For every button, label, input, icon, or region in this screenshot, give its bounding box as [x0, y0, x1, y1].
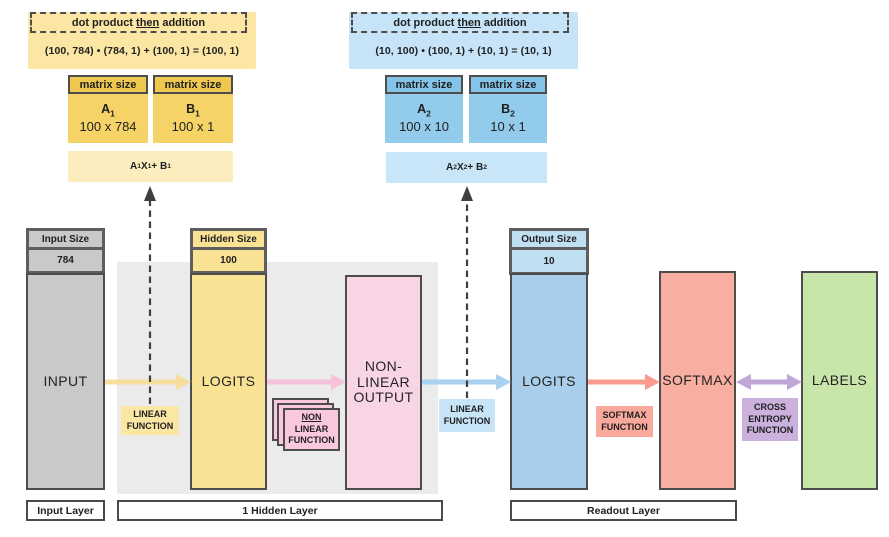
yellow-dot-product-note: dot product then addition	[30, 12, 247, 33]
linear-function-label-1: LINEAR FUNCTION	[121, 406, 179, 435]
output-size-label: Output Size	[512, 231, 586, 250]
nonlinear-label-line1: NON-	[364, 357, 403, 374]
matrix-size-box-a2: matrix size A2 100 x 10	[385, 75, 463, 143]
blue-dot-product-note: dot product then addition	[351, 12, 569, 33]
readout-layer-label: Readout Layer	[510, 500, 737, 521]
input-column: INPUT	[26, 273, 105, 490]
yellow-annotation-box	[28, 12, 256, 69]
labels-column-label: LABELS	[811, 371, 868, 388]
nonlinear-label-line3: OUTPUT	[353, 389, 414, 406]
input-size-box: Input Size 784	[26, 228, 105, 274]
matrix-a2-name: A2	[417, 102, 431, 119]
dot-product-text-post: addition	[162, 16, 206, 29]
matrix-size-header: matrix size	[68, 75, 148, 94]
input-layer-label: Input Layer	[26, 500, 105, 521]
matrix-size-box-b1: matrix size B1 100 x 1	[153, 75, 233, 143]
matrix-a2-size: 100 x 10	[399, 119, 449, 135]
output-size-value: 10	[543, 255, 555, 267]
dashed-callout-arrowhead-2	[461, 186, 473, 201]
output-size-box: Output Size 10	[509, 228, 589, 275]
dot-product-text-pre: dot product	[71, 16, 133, 29]
matrix-a1-body: A1 100 x 784	[68, 94, 148, 143]
softmax-arrow-head	[645, 374, 660, 390]
hidden-size-box: Hidden Size 100	[190, 228, 267, 274]
matrix-size-header: matrix size	[385, 75, 463, 94]
softmax-column-label: SOFTMAX	[662, 371, 733, 388]
blue-shape-formula: (10, 100) • (100, 1) + (10, 1) = (10, 1)	[375, 45, 552, 57]
matrix-b1-size: 100 x 1	[171, 119, 215, 135]
hidden-logits-column: LOGITS	[190, 273, 267, 490]
cross-entropy-arrow-head-right	[787, 374, 802, 390]
input-size-label: Input Size	[29, 231, 102, 250]
dashed-callout-arrowhead-1	[144, 186, 156, 201]
output-logits-label: LOGITS	[522, 372, 576, 389]
matrix-a2-body: A2 100 x 10	[385, 94, 463, 143]
matrix-a1-size: 100 x 784	[79, 119, 137, 135]
cross-entropy-arrow-head-left	[736, 374, 751, 390]
matrix-size-header: matrix size	[153, 75, 233, 94]
output-logits-column: LOGITS	[510, 273, 588, 490]
matrix-b1-body: B1 100 x 1	[153, 94, 233, 143]
cross-entropy-function-label: CROSS ENTROPY FUNCTION	[742, 398, 798, 441]
hidden-size-value: 100	[220, 255, 237, 266]
dot-product-text-then: then	[457, 16, 481, 29]
hidden-layer-label: 1 Hidden Layer	[117, 500, 443, 521]
input-column-label: INPUT	[43, 372, 88, 389]
matrix-size-box-b2: matrix size B2 10 x 1	[469, 75, 547, 143]
yellow-shape-formula: (100, 784) • (784, 1) + (100, 1) = (100,…	[44, 45, 240, 57]
matrix-b2-body: B2 10 x 1	[469, 94, 547, 143]
nonlinear-output-column: NON- LINEAR OUTPUT	[345, 275, 422, 490]
matrix-a1-name: A1	[101, 102, 115, 119]
labels-column: LABELS	[801, 271, 878, 490]
blue-annotation-box	[349, 12, 578, 69]
nonlinear-label-line2: LINEAR	[357, 373, 410, 390]
hidden-size-label: Hidden Size	[193, 231, 264, 250]
linear-function-label-2: LINEAR FUNCTION	[439, 399, 495, 432]
softmax-function-label: SOFTMAX FUNCTION	[596, 406, 653, 437]
matrix-b2-name: B2	[501, 102, 515, 119]
softmax-column: SOFTMAX	[659, 271, 736, 490]
input-size-value: 784	[57, 255, 74, 266]
matrix-b2-size: 10 x 1	[490, 119, 526, 135]
matrix-size-box-a1: matrix size A1 100 x 784	[68, 75, 148, 143]
dot-product-text-pre: dot product	[393, 16, 455, 29]
matrix-size-header: matrix size	[469, 75, 547, 94]
hidden-logits-label: LOGITS	[201, 372, 256, 389]
dot-product-text-post: addition	[483, 16, 527, 29]
matrix-b1-name: B1	[186, 102, 200, 119]
nonlinear-function-label: NON LINEAR FUNCTION	[283, 408, 340, 451]
linear2-arrow-head	[496, 374, 511, 390]
dot-product-text-then: then	[136, 16, 160, 29]
